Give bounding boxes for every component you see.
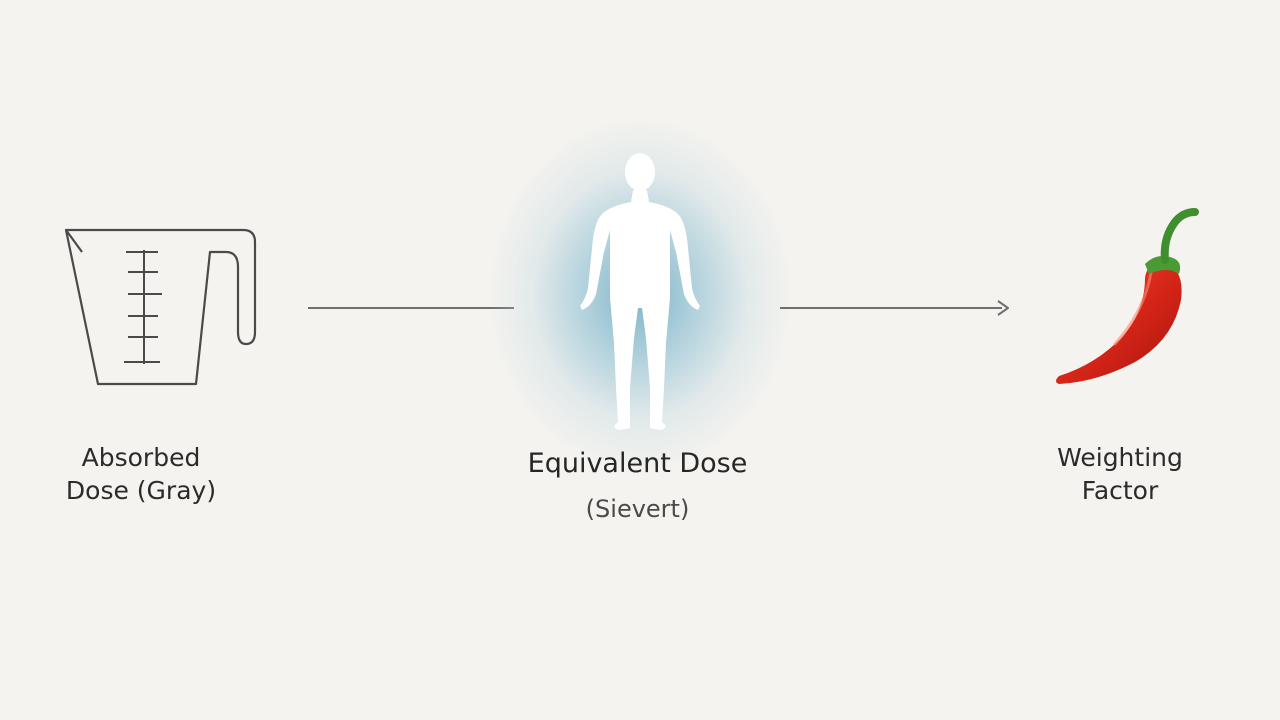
connector-line-absorbed-to-equivalent [308, 307, 514, 309]
absorbed-dose-label: Absorbed Dose (Gray) [40, 441, 242, 507]
weighting-factor-label-line2: Factor [1081, 476, 1159, 505]
human-body-icon [580, 153, 700, 430]
chili-pepper-icon [1056, 208, 1199, 384]
weighting-factor-label: Weighting Factor [1030, 441, 1210, 507]
absorbed-dose-label-line1: Absorbed [81, 443, 201, 472]
equivalent-dose-title: Equivalent Dose [527, 448, 748, 479]
weighting-factor-label-line1: Weighting [1057, 443, 1183, 472]
absorbed-dose-label-line2: Dose (Gray) [65, 476, 217, 505]
connector-line-equivalent-to-weighting [780, 307, 1002, 309]
measuring-cup-icon [64, 228, 257, 386]
arrow-head-icon [997, 300, 1009, 316]
equivalent-dose-unit: (Sievert) [585, 495, 690, 523]
